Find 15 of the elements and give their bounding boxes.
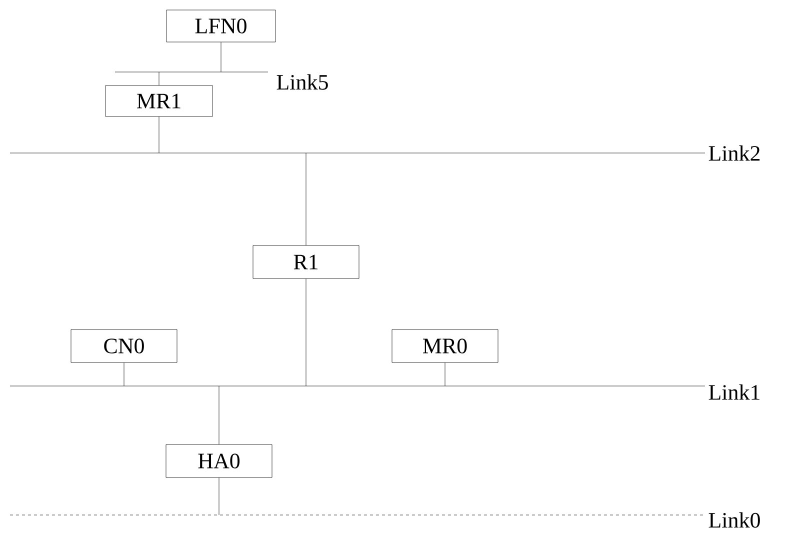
link-line: Link0: [10, 512, 760, 528]
node-box: LFN0: [166, 10, 276, 42]
node-box: MR0: [392, 329, 498, 363]
connector-line: [218, 478, 220, 516]
node-box: MR1: [105, 85, 213, 117]
node-box: HA0: [166, 444, 272, 478]
node-box: CN0: [70, 329, 178, 363]
link-line: Link2: [10, 145, 760, 161]
node-box: R1: [252, 245, 360, 279]
connector-line: [158, 116, 160, 154]
connector-line: [444, 362, 446, 386]
connector-line: [218, 386, 220, 444]
link-line: Link1: [10, 384, 760, 400]
connector-line: [220, 42, 222, 72]
connector-line: [158, 72, 160, 86]
